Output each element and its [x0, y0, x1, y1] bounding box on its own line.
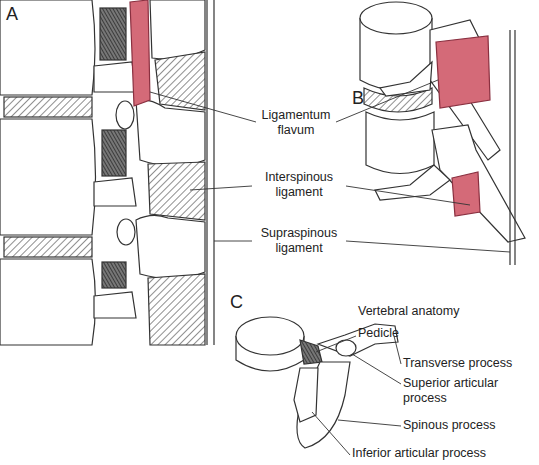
leader-line	[346, 186, 470, 205]
panel-letter: A	[6, 4, 36, 26]
leader-line	[394, 336, 401, 364]
panel-letter: B	[352, 88, 382, 110]
leader-line	[352, 354, 401, 384]
ligamentum-flavum	[130, 0, 150, 106]
leader-line	[338, 420, 401, 426]
ligamentum-flavum	[452, 172, 480, 216]
supraspinous-ligament	[213, 0, 214, 345]
vertebral-body	[0, 0, 95, 95]
part-label: Ligamentum flavum	[256, 108, 336, 138]
interspinous-ligament	[148, 274, 205, 345]
part-label: Pedicle	[358, 326, 478, 341]
part-label: Inferior articular process	[352, 446, 537, 461]
pedicle	[94, 62, 136, 92]
supraspinous-ligament	[514, 30, 515, 265]
leader-line	[316, 336, 356, 352]
part-label: Transverse process	[403, 356, 537, 371]
intervertebral-foramen	[102, 130, 126, 176]
vertebral-body	[236, 317, 304, 355]
intervertebral-foramen	[102, 262, 126, 288]
vertebral-body	[0, 259, 96, 345]
spinous-process	[136, 100, 205, 166]
supraspinous-ligament	[509, 30, 510, 265]
spinous-process	[150, 0, 205, 59]
part-label: Supraspinous ligament	[252, 226, 346, 256]
part-label: Superior articular process	[403, 376, 515, 406]
part-label: Spinous process	[403, 418, 537, 433]
panel-letter: C	[230, 292, 260, 314]
transverse-process	[375, 165, 450, 200]
panel-title: Vertebral anatomy	[358, 304, 528, 319]
transverse-process	[380, 62, 432, 96]
intervertebral-foramen	[100, 8, 126, 60]
intervertebral-disc	[4, 237, 92, 257]
leader-line	[190, 186, 252, 190]
inferior-articular-process	[294, 368, 318, 422]
vertebral-body	[360, 2, 432, 34]
leader-line	[312, 412, 350, 455]
pedicle	[94, 178, 136, 206]
articular-process	[116, 101, 134, 129]
spinous-process	[136, 215, 205, 278]
leader-line	[346, 241, 510, 252]
pedicle	[94, 292, 136, 318]
articular-process	[117, 219, 135, 245]
part-label: Interspinous ligament	[252, 170, 346, 200]
supraspinous-ligament	[206, 0, 207, 345]
vertebral-body	[0, 119, 96, 235]
leader-line	[336, 80, 438, 122]
ligamentum-flavum	[436, 36, 490, 108]
intervertebral-disc	[4, 97, 92, 117]
leader-line	[150, 92, 256, 122]
leader-line	[214, 241, 252, 242]
vertebral-body	[366, 112, 434, 174]
interspinous-ligament	[155, 52, 205, 110]
interspinous-ligament	[148, 162, 205, 220]
